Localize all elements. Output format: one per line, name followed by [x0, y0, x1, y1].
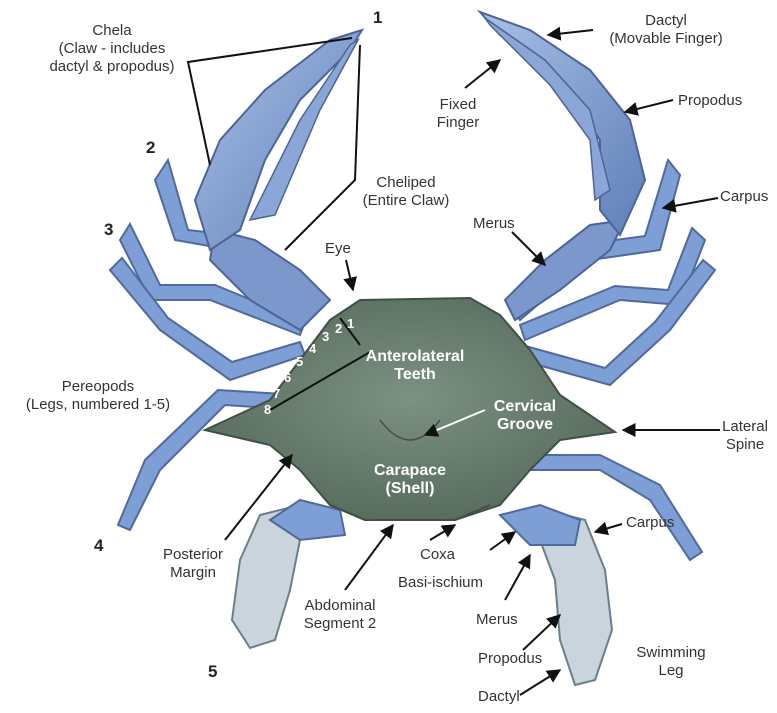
label-dactyl-top: Dactyl (Movable Finger)	[596, 12, 736, 48]
label-cervical-line1: Cervical	[480, 398, 570, 416]
label-dactyl-top-line1: Dactyl	[596, 12, 736, 30]
label-posterior-line2: Margin	[148, 564, 238, 582]
label-dactyl-top-line2: (Movable Finger)	[596, 30, 736, 48]
label-posterior-line1: Posterior	[148, 546, 238, 564]
label-abdominal-line2: Segment 2	[290, 615, 390, 633]
leg-number-3: 3	[104, 220, 113, 240]
label-merus-bottom: Merus	[476, 611, 518, 629]
label-swimming-line2: Leg	[626, 662, 716, 680]
tooth-number-3: 3	[322, 329, 329, 344]
label-coxa: Coxa	[420, 546, 455, 564]
label-fixed-finger-line1: Fixed	[418, 96, 498, 114]
tooth-number-1: 1	[347, 316, 354, 331]
left-cheliped	[195, 30, 362, 330]
label-propodus-bottom: Propodus	[478, 650, 542, 668]
tooth-number-2: 2	[335, 321, 342, 336]
tooth-number-5: 5	[296, 354, 303, 369]
label-anterolateral-line1: Anterolateral	[355, 348, 475, 366]
label-fixed-finger-line2: Finger	[418, 114, 498, 132]
label-carapace-line1: Carapace	[365, 462, 455, 480]
label-pereopods: Pereopods (Legs, numbered 1-5)	[8, 378, 188, 414]
label-dactyl-bottom: Dactyl	[478, 688, 520, 706]
label-abdominal-segment: Abdominal Segment 2	[290, 597, 390, 633]
label-chela-line3: dactyl & propodus)	[32, 58, 192, 76]
leg-number-5: 5	[208, 662, 217, 682]
label-carapace-line2: (Shell)	[365, 480, 455, 498]
label-eye: Eye	[325, 240, 351, 258]
right-cheliped	[480, 12, 645, 320]
label-carpus-top: Carpus	[720, 188, 768, 206]
tooth-number-8: 8	[264, 402, 271, 417]
label-anterolateral-line2: Teeth	[355, 366, 475, 384]
label-basi-ischium: Basi-ischium	[398, 574, 483, 592]
label-cervical-groove: Cervical Groove	[480, 398, 570, 434]
label-pereopods-line2: (Legs, numbered 1-5)	[8, 396, 188, 414]
label-cervical-line2: Groove	[480, 416, 570, 434]
label-anterolateral-teeth: Anterolateral Teeth	[355, 348, 475, 384]
label-carpus-bottom: Carpus	[626, 514, 674, 532]
label-lateral-spine-line2: Spine	[716, 436, 774, 454]
leg-number-4: 4	[94, 536, 103, 556]
label-lateral-spine: Lateral Spine	[716, 418, 774, 454]
label-chela-line2: (Claw - includes	[32, 40, 192, 58]
label-pereopods-line1: Pereopods	[8, 378, 188, 396]
label-swimming-leg: Swimming Leg	[626, 644, 716, 680]
label-carapace: Carapace (Shell)	[365, 462, 455, 498]
label-propodus-top: Propodus	[678, 92, 742, 110]
swimming-legs	[232, 500, 612, 685]
label-abdominal-line1: Abdominal	[290, 597, 390, 615]
label-chela-line1: Chela	[32, 22, 192, 40]
label-swimming-line1: Swimming	[626, 644, 716, 662]
leg-number-2: 2	[146, 138, 155, 158]
label-lateral-spine-line1: Lateral	[716, 418, 774, 436]
label-merus-top: Merus	[473, 215, 515, 233]
tooth-number-4: 4	[309, 341, 316, 356]
leg-number-1: 1	[373, 8, 382, 28]
label-cheliped: Cheliped (Entire Claw)	[346, 174, 466, 210]
label-posterior-margin: Posterior Margin	[148, 546, 238, 582]
label-cheliped-line2: (Entire Claw)	[346, 192, 466, 210]
label-cheliped-line1: Cheliped	[346, 174, 466, 192]
label-chela: Chela (Claw - includes dactyl & propodus…	[32, 22, 192, 76]
tooth-number-6: 6	[284, 370, 291, 385]
tooth-number-7: 7	[273, 386, 280, 401]
label-fixed-finger: Fixed Finger	[418, 96, 498, 132]
